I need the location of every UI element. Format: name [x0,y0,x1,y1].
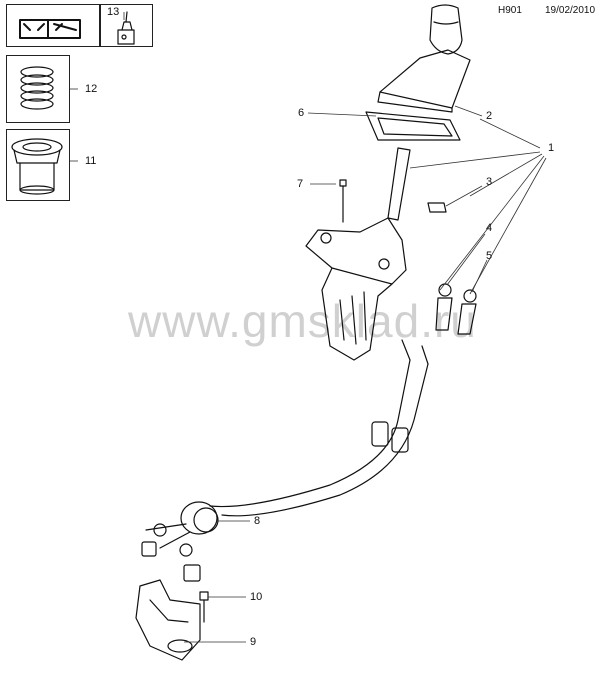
cable-end-4 [435,283,453,331]
bracket-9 [135,579,201,661]
grommet-8 [141,501,219,582]
callout-11: 11 [85,155,97,167]
callout-1: 1 [548,142,555,154]
watermark: www.gmsklad.ru [128,295,477,347]
callout-9: 9 [250,636,257,648]
clip-3 [427,202,447,213]
box-divider [99,5,101,46]
diagram-code: H901 [498,5,522,16]
bolt-7 [339,179,347,223]
shifter-assembly [305,147,411,361]
callout-10: 10 [250,591,263,603]
callout-8: 8 [254,515,261,527]
callout-6: 6 [298,107,305,119]
bolt-10 [199,591,209,623]
manual-wrench-icon [19,19,81,39]
callout-4: 4 [486,222,493,234]
trim-ring [365,111,461,141]
callout-12: 12 [85,83,98,95]
gear-knob [377,4,471,113]
callout-3: 3 [486,176,493,188]
shift-cables [209,339,429,517]
callout-7: 7 [297,178,304,190]
spring-box [6,55,70,123]
diagram-date: 19/02/2010 [545,5,596,16]
bushing-icon [11,138,63,195]
spring-icon [20,66,54,110]
callout-13: 13 [107,6,120,18]
lubricant-can-icon [117,11,135,45]
bushing-box [6,129,70,201]
callout-2: 2 [486,110,493,122]
cable-end-5 [457,289,477,335]
callout-5: 5 [486,250,493,262]
